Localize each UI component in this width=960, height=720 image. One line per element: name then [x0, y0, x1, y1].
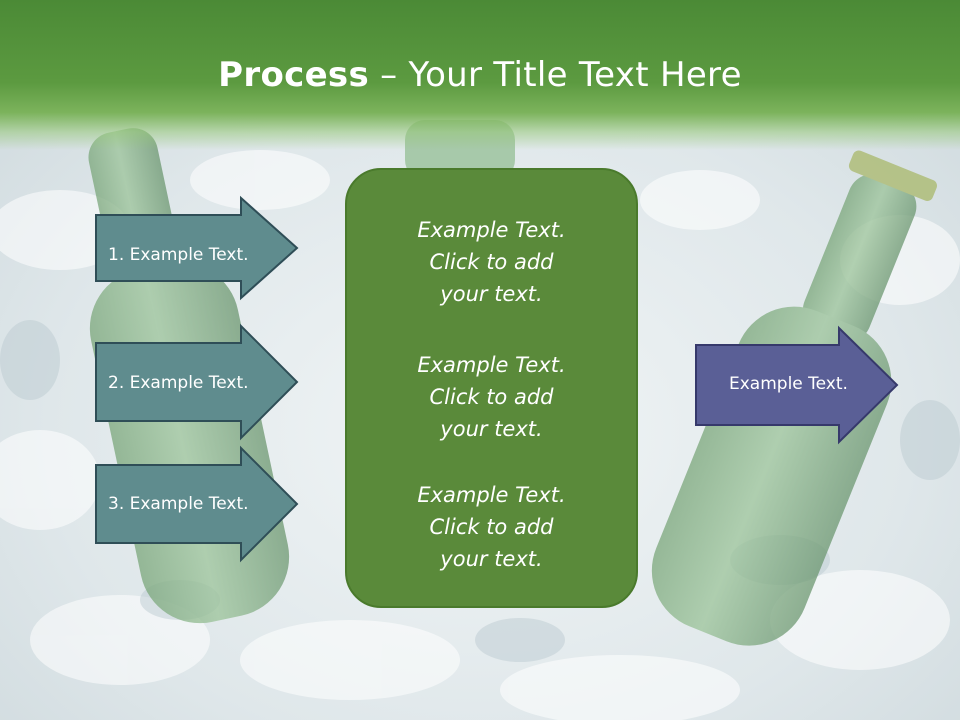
step-arrow-3-label: 3. Example Text. — [108, 493, 249, 515]
center-text-line: your text. — [347, 278, 636, 310]
center-text-line: your text. — [347, 413, 636, 445]
center-text-line: Click to add — [347, 511, 636, 543]
step-arrow-2[interactable]: 2. Example Text. — [96, 326, 298, 438]
center-text-block-2: Example Text. Click to add your text. — [347, 349, 636, 445]
slide-title[interactable]: Process – Your Title Text Here — [0, 52, 960, 98]
center-text-line: Example Text. — [347, 214, 636, 246]
step-arrow-1[interactable]: 1. Example Text. — [96, 198, 298, 298]
slide-title-bold: Process — [218, 55, 369, 95]
center-text-line: Click to add — [347, 246, 636, 278]
result-arrow-label: Example Text. — [729, 373, 848, 395]
center-text-block-3: Example Text. Click to add your text. — [347, 479, 636, 575]
step-arrow-1-label: 1. Example Text. — [108, 244, 249, 266]
step-arrow-3[interactable]: 3. Example Text. — [96, 448, 298, 560]
center-text-block-1: Example Text. Click to add your text. — [347, 214, 636, 310]
slide-title-rest: – Your Title Text Here — [369, 55, 742, 95]
center-text-line: Example Text. — [347, 479, 636, 511]
step-arrow-2-label: 2. Example Text. — [108, 372, 249, 394]
center-text-box[interactable]: Example Text. Click to add your text. Ex… — [345, 168, 638, 608]
center-text-line: your text. — [347, 543, 636, 575]
center-text-line: Click to add — [347, 381, 636, 413]
result-arrow[interactable]: Example Text. — [696, 328, 898, 442]
center-text-line: Example Text. — [347, 349, 636, 381]
